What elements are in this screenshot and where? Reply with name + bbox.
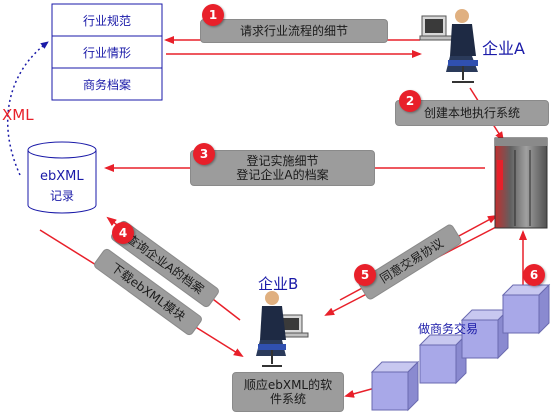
step-5-pill: [358, 224, 462, 300]
trade-cube: [370, 360, 420, 412]
step-2-pill: 创建本地执行系统: [395, 100, 549, 126]
panel-item-industry-status: 行业情形: [82, 45, 131, 60]
step-1-text: 请求行业流程的细节: [239, 24, 348, 38]
xml-label: XML: [2, 106, 34, 124]
result-line2: 件系统: [269, 392, 306, 406]
step-3-line1: 登记实施细节: [246, 154, 319, 168]
trade-label: 做商务交易: [418, 322, 479, 336]
company-a-label: 企业A: [482, 39, 525, 58]
result-line1: 顺应ebXML的软: [243, 378, 333, 392]
step-3-pill: 登记实施细节 登记企业A的档案: [190, 150, 375, 186]
panel-item-business-archive: 商务档案: [82, 77, 131, 92]
step-5-text: 同意交易协议: [377, 235, 446, 286]
trade-cube: [501, 283, 551, 335]
person-a-icon: [419, 9, 478, 83]
registry-panel: [51, 3, 163, 101]
result-pill: 顺应ebXML的软 件系统: [232, 372, 344, 412]
step-5-badge: 5: [354, 264, 376, 286]
step-2-text: 创建本地执行系统: [423, 106, 520, 120]
trade-cube: [418, 333, 468, 385]
step-1-pill: 请求行业流程的细节: [200, 19, 388, 43]
xml-dotted-arrow: [7, 41, 49, 176]
step-3-badge: 3: [193, 143, 215, 165]
person-b-icon: [256, 291, 309, 367]
database-cylinder: [27, 141, 97, 214]
arrow-trade: [344, 387, 376, 398]
db-title: ebXML: [40, 169, 84, 184]
download-pill: [94, 248, 202, 336]
step-3-line2: 登记企业A的档案: [236, 168, 329, 182]
step-6-badge: 6: [523, 264, 545, 286]
step-2-badge: 2: [399, 90, 421, 112]
company-b-label: 企业B: [258, 275, 299, 293]
server-icon: [494, 137, 548, 229]
db-subtitle: 记录: [50, 189, 75, 203]
step-4-badge: 4: [112, 222, 134, 244]
step-1-badge: 1: [202, 4, 224, 26]
panel-item-industry-spec: 行业规范: [82, 13, 131, 28]
